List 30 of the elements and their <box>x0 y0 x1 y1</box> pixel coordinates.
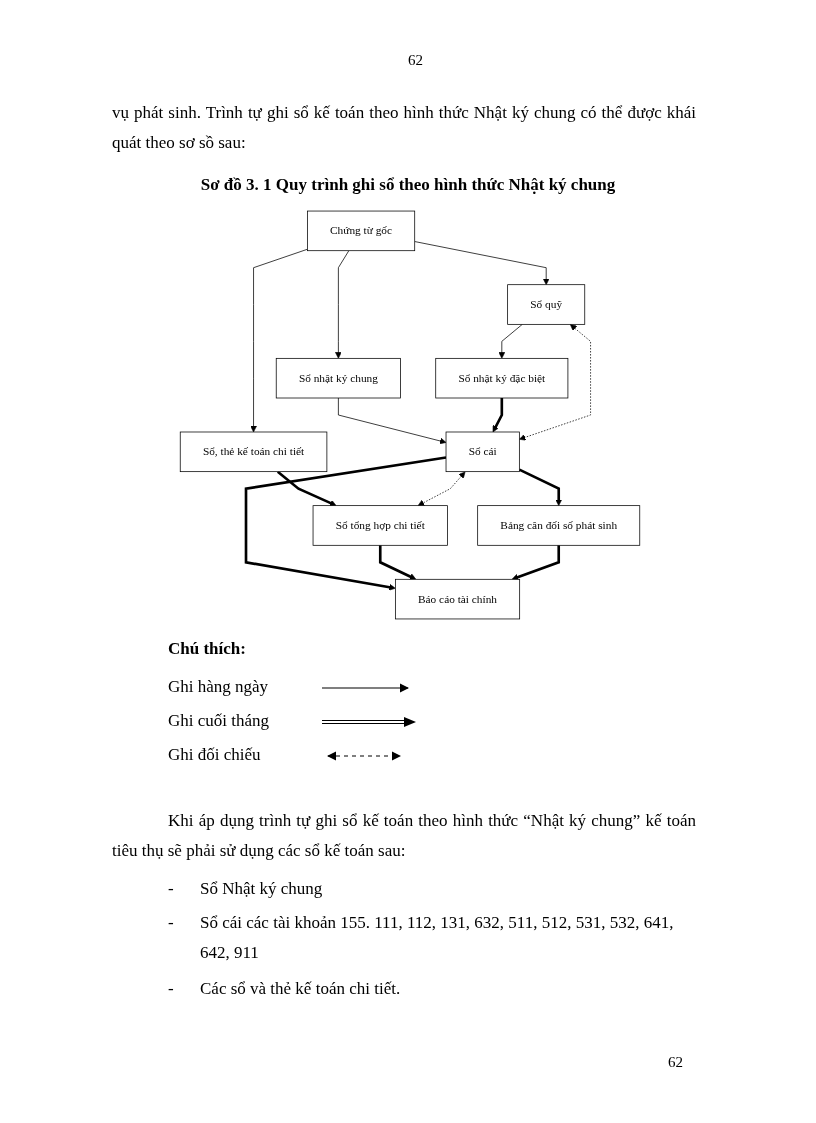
legend-text: Ghi hàng ngày <box>168 676 269 698</box>
arrow <box>276 470 337 507</box>
bullet-dash: - <box>168 878 174 900</box>
arrow <box>492 398 504 433</box>
arrow <box>518 468 563 506</box>
node-box: Bảng cân đối số phát sinh <box>477 505 641 546</box>
node-box: Chứng từ gốc <box>307 210 416 252</box>
bullet-dash: - <box>168 978 174 1000</box>
list-item: Sổ Nhật ký chung <box>200 878 324 900</box>
list-item: Sổ cái các tài khoản 155. 111, 112, 131, 632, 511, 512, 531, 532, 641, 642, 911 <box>200 912 675 964</box>
arrow <box>378 545 417 580</box>
legend-heading: Chú thích: <box>168 638 246 660</box>
legend-text: Ghi cuối tháng <box>168 710 270 732</box>
node-box: Sổ quỹ <box>507 284 586 325</box>
page-number: 62 <box>668 1053 683 1072</box>
arrow <box>244 456 447 591</box>
bullet-dash: - <box>168 912 174 934</box>
node-box: Sổ nhật ký chung <box>275 357 401 399</box>
node-box: Sổ, thẻ kế toán chi tiết <box>179 431 328 473</box>
node-box: Báo cáo tài chính <box>395 578 521 620</box>
list-item: Các sổ và thẻ kế toán chi tiết. <box>200 978 402 1000</box>
paragraph: vụ phát sinh. Trình tự ghi sổ kế toán theo hình thức Nhật ký chung có thể được khái quát theo sơ sồ sau: <box>112 102 696 154</box>
node-box: Sổ cái <box>445 431 520 473</box>
arrow <box>511 545 561 581</box>
legend-text: Ghi đối chiếu <box>168 744 261 766</box>
diagram-title: Sơ đồ 3. 1 Quy trình ghi sổ theo hình thức Nhật ký chung <box>199 174 617 196</box>
paragraph: Khi áp dụng trình tự ghi sổ kế toán theo hình thức “Nhật ký chung” kế toán tiêu thụ sẽ phải sử dụng các sổ kế toán sau: <box>112 810 696 862</box>
page-number: 62 <box>408 51 423 70</box>
node-box: Sổ tổng hợp chi tiết <box>312 505 448 546</box>
node-box: Sổ nhật ký đặc biệt <box>435 357 569 399</box>
